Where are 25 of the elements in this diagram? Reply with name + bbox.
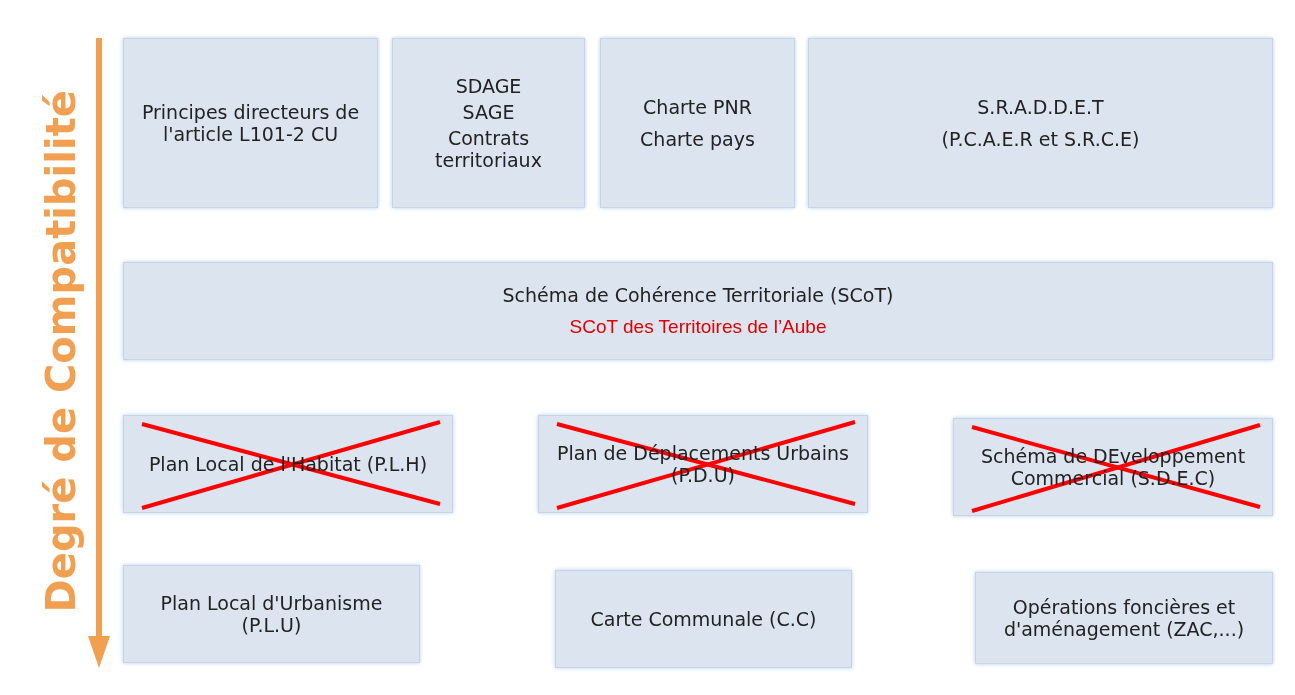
- box-text: Contrats territoriaux: [434, 127, 543, 171]
- box-text: Charte pays: [640, 128, 755, 150]
- plan-box: [975, 572, 1273, 664]
- plan-box: [123, 262, 1273, 360]
- plan-box: [953, 418, 1273, 516]
- box-text: Carte Communale (C.C): [590, 608, 817, 630]
- plan-box: [538, 415, 868, 513]
- box-text: SDAGE: [455, 75, 522, 97]
- box-text: Schéma de Cohérence Territoriale (SCoT): [502, 284, 894, 306]
- plan-box: [123, 415, 453, 513]
- box-text: Charte PNR: [643, 96, 752, 118]
- plan-box: [123, 565, 420, 663]
- plan-box: [555, 570, 852, 668]
- box-text: Plan Local d'Urbanisme (P.L.U): [159, 592, 384, 636]
- box-text: Opérations foncières et d'aménagement (ZAC,...): [1002, 596, 1246, 640]
- box-text: Principes directeurs de l'article L101-2 CU: [140, 101, 361, 145]
- plan-box: [392, 38, 585, 208]
- plan-box: [600, 38, 795, 208]
- box-text: S.R.A.D.D.E.T: [977, 96, 1104, 118]
- plan-box: [123, 38, 378, 208]
- box-text: SAGE: [462, 101, 515, 123]
- axis-label: Degré de Compatibilité: [38, 90, 84, 613]
- plan-box: [808, 38, 1273, 208]
- box-text: (P.C.A.E.R et S.R.C.E): [941, 128, 1140, 150]
- subtitle-text: SCoT des Territoires de l’Aube: [569, 316, 827, 338]
